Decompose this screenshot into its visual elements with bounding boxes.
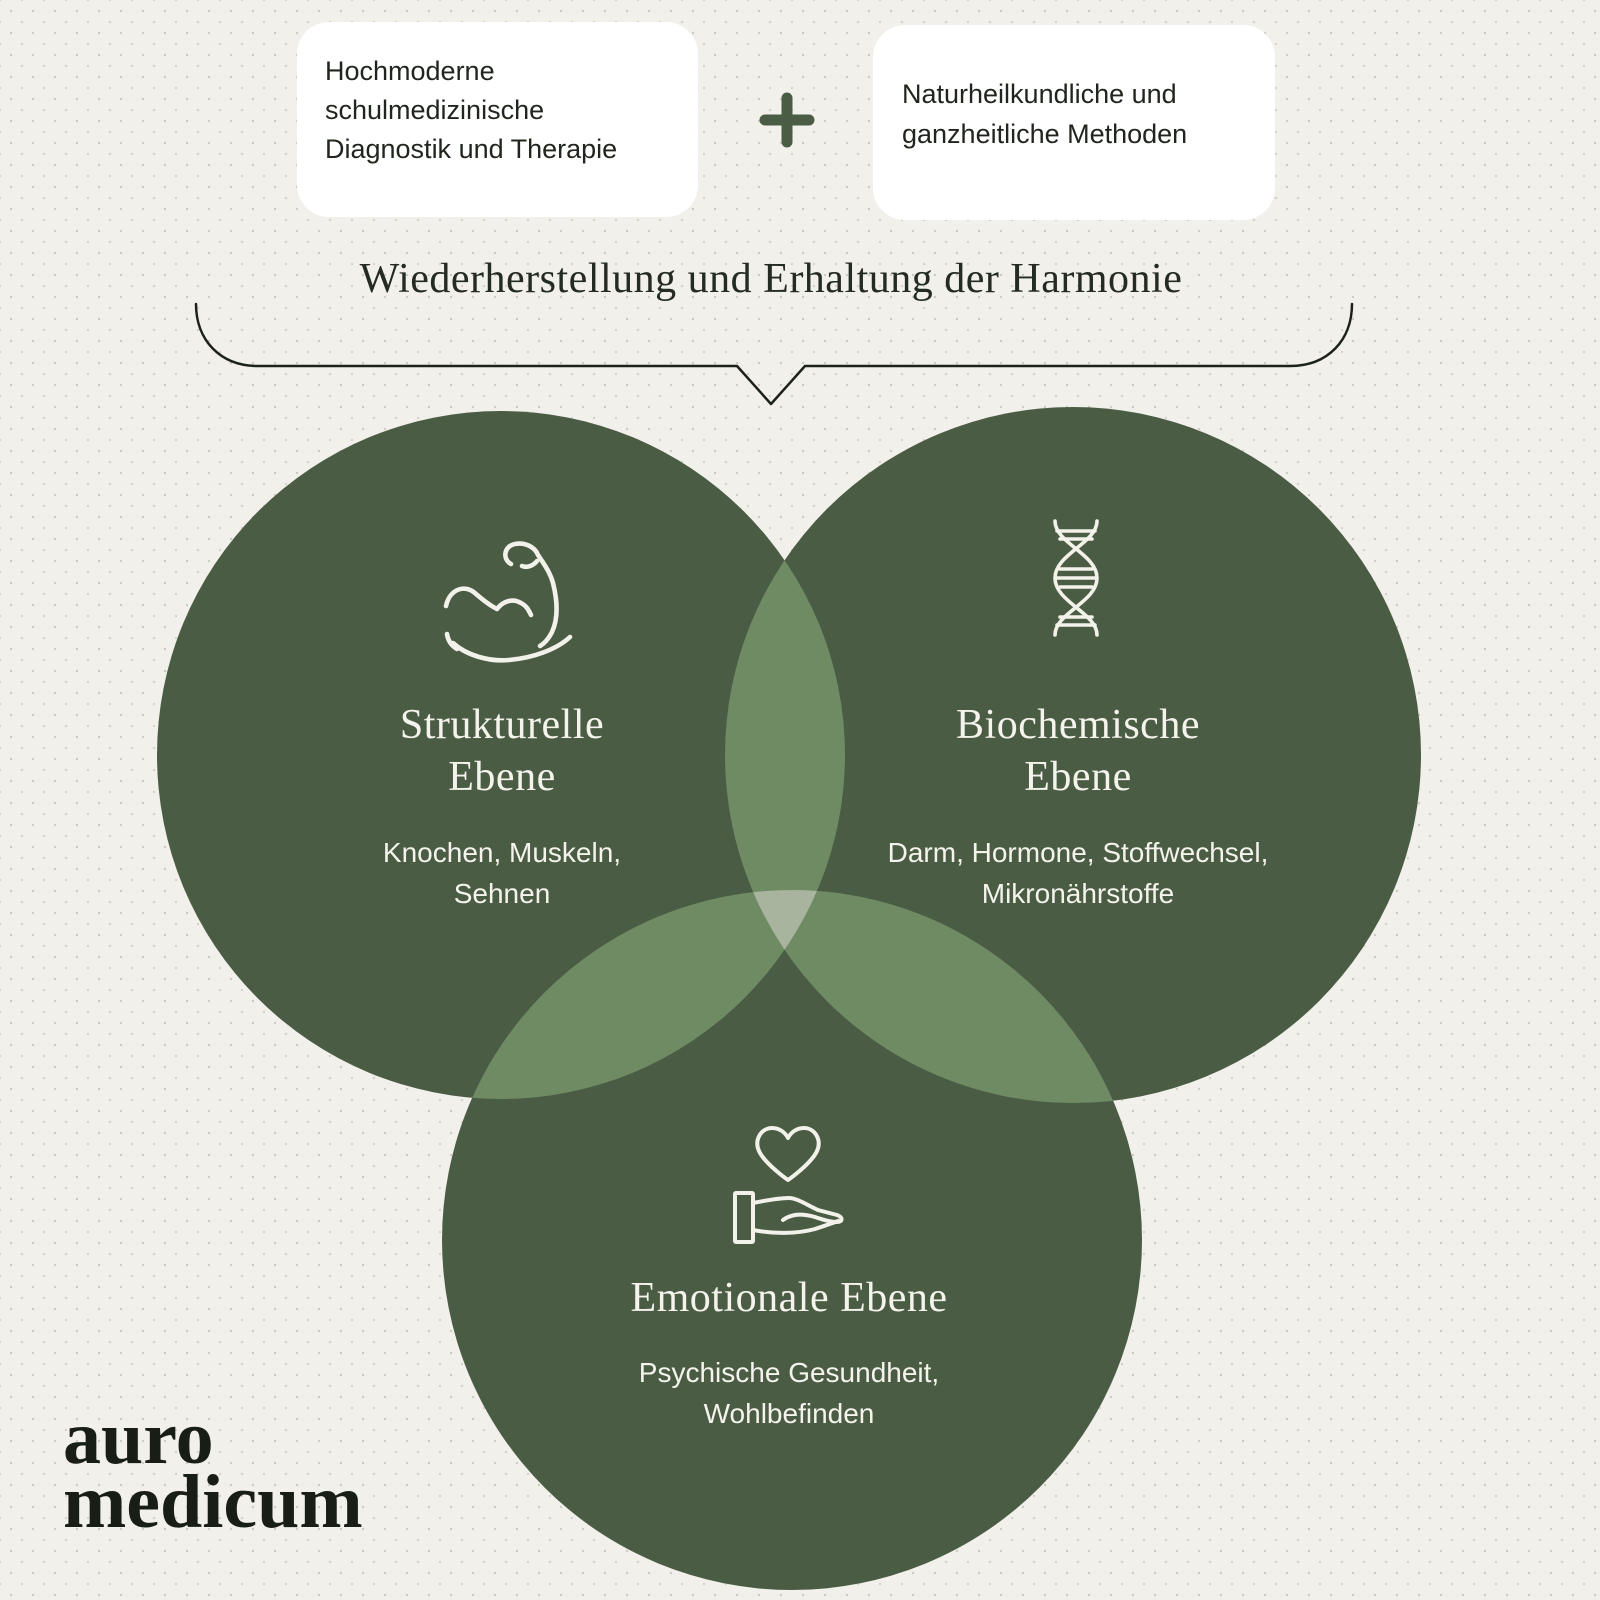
body-emotional: Psychische Gesundheit, Wohlbefinden	[639, 1352, 939, 1434]
plus-icon	[759, 92, 815, 148]
dna-icon	[1053, 519, 1099, 637]
card-naturopathic-methods-text: Naturheilkundliche und ganzheitliche Met…	[902, 74, 1187, 154]
card-conventional-medicine: Hochmoderne schulmedizinische Diagnostik…	[297, 22, 698, 217]
diagram-title: Wiederherstellung und Erhaltung der Harm…	[359, 256, 1183, 302]
bicep-icon	[443, 541, 573, 663]
body-line: Sehnen	[453, 878, 551, 909]
hand-cuff	[733, 1191, 755, 1244]
heart-hand-icon	[733, 1126, 844, 1244]
card-text-line: Naturheilkundliche und	[902, 79, 1177, 109]
heading-line: Biochemische	[956, 702, 1200, 748]
card-text-line: Hochmoderne	[325, 56, 495, 86]
body-line: Mikronährstoffe	[981, 878, 1175, 909]
body-line: Darm, Hormone, Stoffwechsel,	[887, 837, 1269, 868]
heading-emotional: Emotionale Ebene	[630, 1272, 947, 1324]
body-line: Psychische Gesundheit,	[638, 1357, 940, 1388]
card-text-line: Diagnostik und Therapie	[325, 134, 618, 164]
hand-outline-top	[751, 1196, 844, 1224]
card-naturopathic-methods: Naturheilkundliche und ganzheitliche Met…	[873, 25, 1275, 220]
body-line: Wohlbefinden	[703, 1398, 875, 1429]
card-conventional-medicine-text: Hochmoderne schulmedizinische Diagnostik…	[325, 52, 617, 169]
logo-line: medicum	[63, 1460, 363, 1544]
brace-icon	[194, 302, 1354, 406]
heading-biochemical: Biochemische Ebene	[956, 699, 1200, 803]
heading-line: Ebene	[448, 754, 556, 800]
body-structural: Knochen, Muskeln, Sehnen	[383, 832, 621, 914]
heading-line: Strukturelle	[399, 702, 605, 748]
overlap-structural-emotional	[442, 890, 845, 1099]
heading-line: Ebene	[1024, 754, 1132, 800]
brand-logo: auro medicum	[63, 1396, 363, 1544]
overlap-biochemical-emotional	[725, 890, 1142, 1103]
body-line: Knochen, Muskeln,	[382, 837, 622, 868]
card-text-line: schulmedizinische	[325, 95, 545, 125]
card-text-line: ganzheitliche Methoden	[902, 119, 1188, 149]
heading-line: Emotionale Ebene	[630, 1275, 948, 1321]
hand-outline-bottom	[751, 1219, 840, 1235]
body-biochemical: Darm, Hormone, Stoffwechsel, Mikronährst…	[888, 832, 1269, 914]
heading-structural: Strukturelle Ebene	[400, 699, 604, 803]
logo-line: auro	[63, 1396, 214, 1480]
heart-icon	[755, 1126, 821, 1182]
